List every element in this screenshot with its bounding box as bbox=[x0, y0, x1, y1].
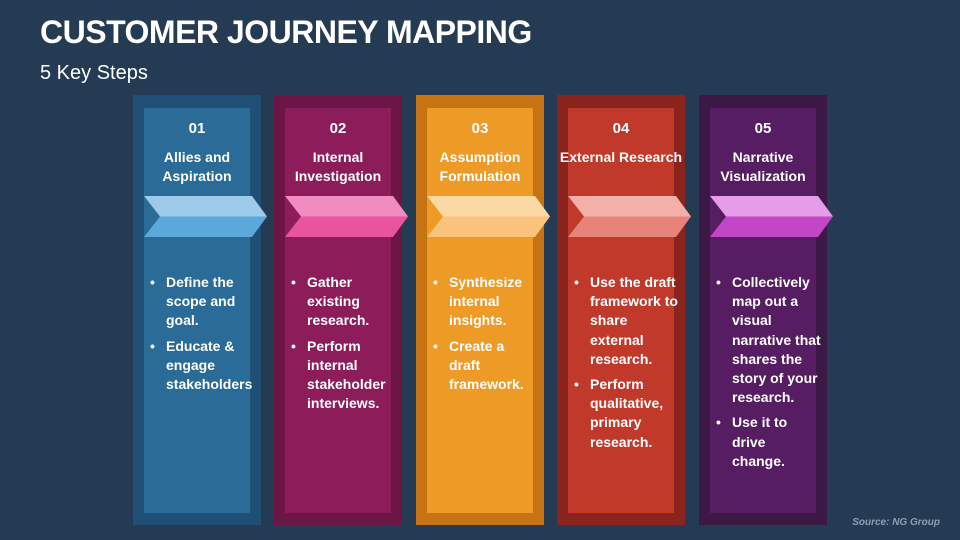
chevron-arrow-icon bbox=[144, 196, 267, 237]
bullet-item: Create a draft framework. bbox=[433, 337, 539, 395]
bullet-item: Use the draft framework to share externa… bbox=[574, 273, 680, 369]
bullet-item: Define the scope and goal. bbox=[150, 273, 256, 331]
step-title: External Research bbox=[559, 149, 683, 165]
bullet-item: Synthesize internal insights. bbox=[433, 273, 539, 331]
bullet-item: Educate & engage stakeholders bbox=[150, 337, 256, 395]
bullet-item: Use it to drive change. bbox=[716, 413, 822, 471]
step-title: Internal Investigation bbox=[294, 149, 382, 184]
step-bullet-list: Use the draft framework to share externa… bbox=[574, 273, 680, 458]
step-number: 05 bbox=[754, 120, 772, 137]
step-number: 04 bbox=[612, 120, 630, 137]
bullet-item: Collectively map out a visual narrative … bbox=[716, 273, 822, 407]
step-number: 02 bbox=[329, 120, 347, 137]
page-subtitle: 5 Key Steps bbox=[40, 62, 148, 84]
step-number: 01 bbox=[188, 120, 206, 137]
step-bullet-list: Gather existing research. Perform interna… bbox=[291, 273, 397, 419]
chevron-arrow-icon bbox=[285, 196, 408, 237]
step-title: Allies and Aspiration bbox=[162, 149, 232, 184]
bullet-item: Perform internal stakeholder interviews. bbox=[291, 337, 397, 414]
step-title: Assumption Formulation bbox=[439, 149, 521, 184]
bullet-item: Gather existing research. bbox=[291, 273, 397, 331]
source-note: Source: NG Group bbox=[852, 517, 940, 528]
chevron-arrow-icon bbox=[427, 196, 550, 237]
step-bullet-list: Synthesize internal insights. Create a dr… bbox=[433, 273, 539, 400]
step-number: 03 bbox=[471, 120, 489, 137]
chevron-arrow-icon bbox=[568, 196, 691, 237]
step-title: Narrative Visualization bbox=[720, 149, 806, 184]
page-title: CUSTOMER JOURNEY MAPPING bbox=[40, 14, 532, 50]
bullet-item: Perform qualitative, primary research. bbox=[574, 375, 680, 452]
step-bullet-list: Define the scope and goal. Educate & enga… bbox=[150, 273, 256, 400]
step-bullet-list: Collectively map out a visual narrative … bbox=[716, 273, 822, 477]
chevron-arrow-icon bbox=[710, 196, 833, 237]
